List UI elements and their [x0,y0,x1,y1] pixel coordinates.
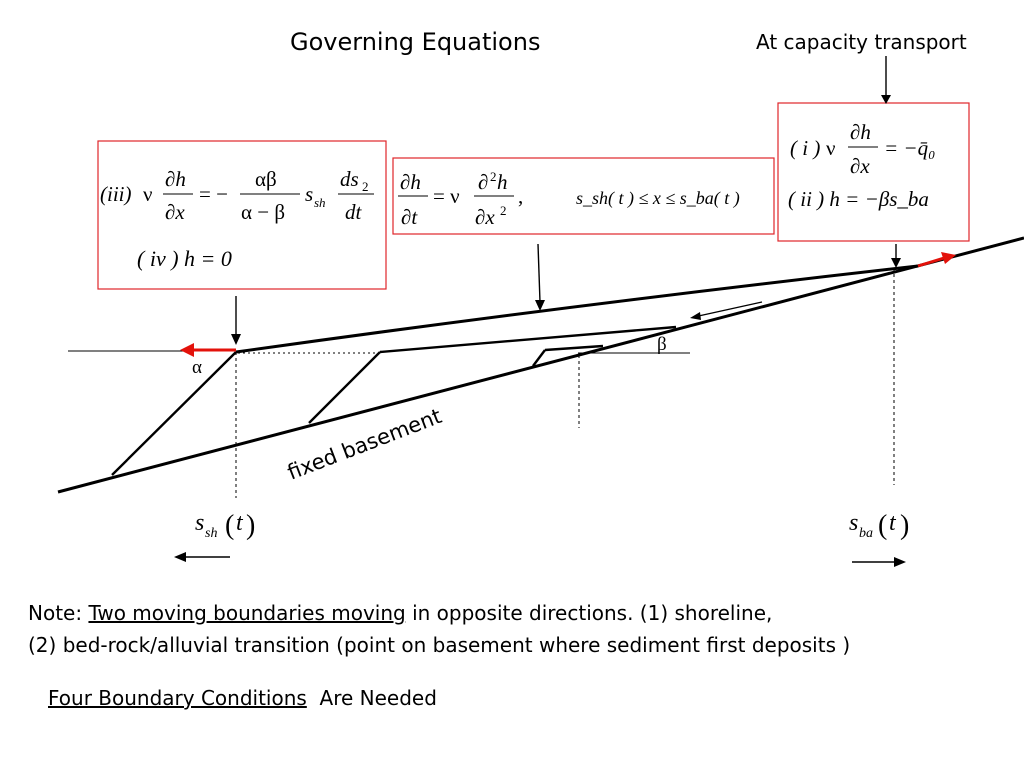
svg-text:2: 2 [500,203,507,218]
svg-text:ds: ds [340,167,359,191]
red-arrows [180,252,956,357]
svg-text:α − β: α − β [241,200,285,224]
svg-text:2: 2 [362,179,369,194]
s-sh-label: s sh ( t ) [195,510,255,541]
note-rest: in opposite directions. (1) shoreline, [405,601,773,625]
svg-text:t: t [889,510,897,536]
diffusion-equation: ∂h ∂t = ν ∂ 2 h ∂x 2 , [398,169,523,229]
svg-text:sh: sh [205,526,217,541]
svg-text:= −: = − [199,182,228,206]
svg-text:ν: ν [826,136,836,160]
fixed-basement-line [57,236,1024,494]
svg-text:s: s [195,510,204,536]
conclusion-rest: Are Needed [306,686,437,710]
svg-text:(: ( [878,510,887,541]
svg-text:ba: ba [859,526,873,541]
svg-text:(: ( [225,510,234,541]
svg-text:t: t [236,510,244,536]
slide-title: Governing Equations [290,28,541,56]
svg-text:∂x: ∂x [850,154,870,178]
s-ba-direction-arrow [852,557,906,567]
svg-text:∂h: ∂h [850,120,871,144]
eq1-tag: ( i ) [790,136,820,160]
svg-text:sh: sh [314,195,326,210]
svg-text:= ν: = ν [433,184,460,208]
sediment-profile [57,236,1024,498]
note-underlined: Two moving boundaries moving [88,601,406,625]
note-prefix: Note: [28,601,89,625]
svg-text:,: , [518,184,523,208]
alpha-label: α [192,357,202,378]
middle-equation-box [392,157,775,235]
right-equation-box [777,102,970,242]
small-foreset [532,349,546,367]
inner-foreset [308,351,381,424]
svg-text:h: h [497,170,508,194]
svg-text:∂h: ∂h [400,170,421,194]
inner-topset [379,325,677,354]
delta-top-surface [235,264,919,354]
svg-text:∂h: ∂h [165,167,186,191]
svg-text:dt: dt [345,200,363,224]
svg-text:ν: ν [143,182,153,206]
domain-inequality: s_sh( t ) ≤ x ≤ s_ba( t ) [576,188,740,209]
equation-iv: ( iv ) h = 0 [137,246,232,271]
eq3-tag: (iii) [100,182,132,206]
svg-text:s: s [849,510,858,536]
beta-label: β [657,334,667,355]
left-equation-box [97,140,387,290]
svg-text:∂x: ∂x [475,205,495,229]
svg-text:∂: ∂ [478,170,488,194]
equation-ii: ( ii ) h = −βs_ba [788,187,929,211]
eq1-rhs: = −q̄₀ [884,136,935,160]
small-topset [544,344,604,352]
svg-text:s: s [305,182,313,206]
callout-arrows [231,56,901,345]
fixed-basement-label: fixed basement [284,404,445,485]
svg-text:): ) [900,510,909,541]
note-line-1: Note: Two moving boundaries moving in op… [28,601,772,625]
callout-label: At capacity transport [756,30,967,54]
equation-iii: (iii) ν ∂h ∂x = − αβ α − β s sh ds 2 dt [100,167,374,224]
conclusion-underlined: Four Boundary Conditions [48,686,307,710]
transition-motion-arrow [917,256,945,268]
svg-text:2: 2 [490,169,497,184]
equation-i: ( i ) ν ∂h ∂x = −q̄₀ [790,120,935,178]
svg-text:∂t: ∂t [401,205,418,229]
svg-text:αβ: αβ [255,167,277,191]
shoreline-foreset [111,351,237,476]
svg-text:∂x: ∂x [165,200,185,224]
s-sh-direction-arrow [174,552,230,562]
conclusion-line: Four Boundary Conditions Are Needed [48,686,437,710]
s-ba-label: s ba ( t ) [849,510,909,541]
note-line-2: (2) bed-rock/alluvial transition (point … [28,633,851,657]
svg-text:): ) [246,510,255,541]
